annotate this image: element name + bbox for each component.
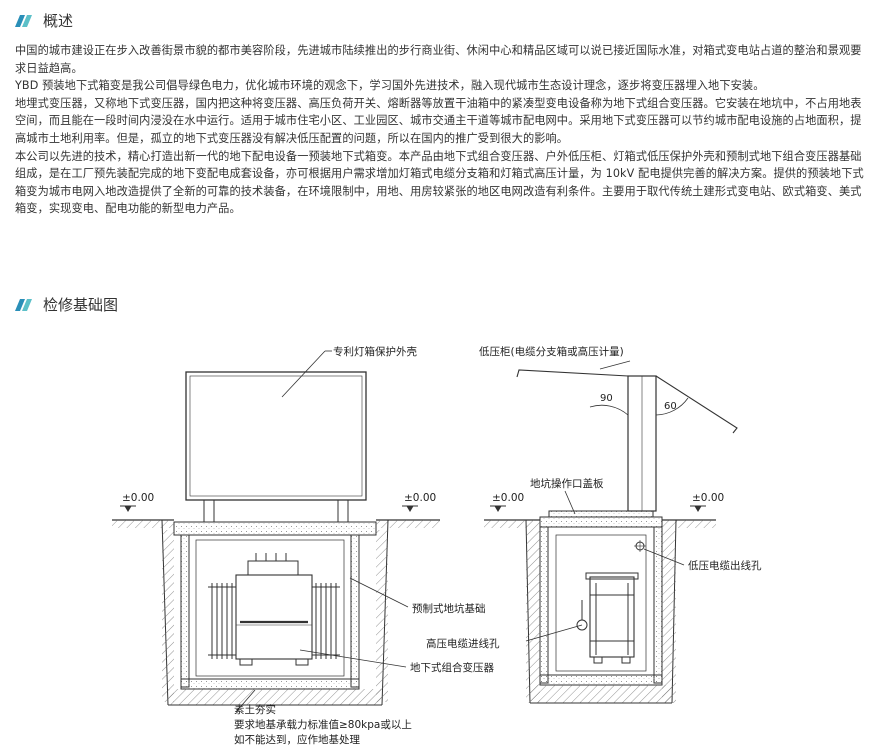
overview-title: 概述	[43, 12, 74, 30]
label-level-left: ±0.00	[122, 492, 154, 504]
maintenance-header: 检修基础图	[15, 294, 118, 315]
level-marker-left	[120, 505, 136, 512]
label-pit-cover: 地坑操作口盖板	[530, 477, 604, 490]
overview-paragraph: 地埋式变压器，又称地下式变压器，国内把这种将变压器、高压负荷开关、熔断器等放置干…	[15, 96, 862, 145]
transformer-left	[235, 574, 313, 660]
label-angle-90: 90	[600, 393, 613, 404]
label-hv-cable-inlet: 高压电缆进线孔	[426, 637, 500, 650]
lightbox-shell	[185, 371, 367, 501]
overview-header: 概述	[15, 10, 73, 31]
label-level-right-a: ±0.00	[492, 492, 524, 504]
pit-cover	[548, 510, 654, 518]
overview-paragraph: 本公司以先进的技术，精心打造出新一代的地下配电设备一预装地下式箱变。本产品由地下…	[15, 149, 864, 216]
label-level-mid: ±0.00	[404, 492, 436, 504]
note-line-3: 如不能达到，应作地基处理	[234, 733, 360, 746]
section-marker-icon	[15, 14, 32, 27]
overview-body: 中国的城市建设正在步入改善街景市貌的都市美容阶段，先进城市陆续推出的步行商业街、…	[15, 42, 867, 218]
label-underground-transformer: 地下式组合变压器	[410, 661, 494, 674]
label-low-voltage-cabinet: 低压柜(电缆分支箱或高压计量)	[479, 345, 624, 358]
maintenance-title: 检修基础图	[43, 296, 119, 314]
label-prefab-foundation: 预制式地坑基础	[412, 602, 486, 615]
level-marker-right-b	[690, 505, 706, 512]
overview-paragraph: YBD 预装地下式箱变是我公司倡导绿色电力，优化城市环境的观念下，学习国外先进技…	[15, 79, 765, 93]
label-lv-cable-outlet: 低压电缆出线孔	[688, 559, 762, 572]
level-marker-right-a	[490, 505, 506, 512]
label-level-right-b: ±0.00	[692, 492, 724, 504]
foundation-diagram: 专利灯箱保护外壳 低压柜(电缆分支箱或高压计量) ±0.00 ±0.00 ±0.…	[112, 345, 762, 746]
label-angle-60: 60	[664, 401, 677, 412]
level-marker-mid	[402, 505, 418, 512]
left-unit	[112, 371, 440, 706]
note-line-2: 要求地基承载力标准值≥80kpa或以上	[234, 718, 412, 731]
note-line-1: 素土夯实	[234, 703, 276, 716]
label-lightbox-shell: 专利灯箱保护外壳	[333, 345, 417, 358]
section-marker-icon	[15, 298, 32, 311]
right-unit	[484, 369, 738, 704]
cover-slab	[173, 521, 377, 536]
transformer-right	[589, 576, 635, 658]
overview-paragraph: 中国的城市建设正在步入改善街景市貌的都市美容阶段，先进城市陆续推出的步行商业街、…	[15, 44, 862, 75]
